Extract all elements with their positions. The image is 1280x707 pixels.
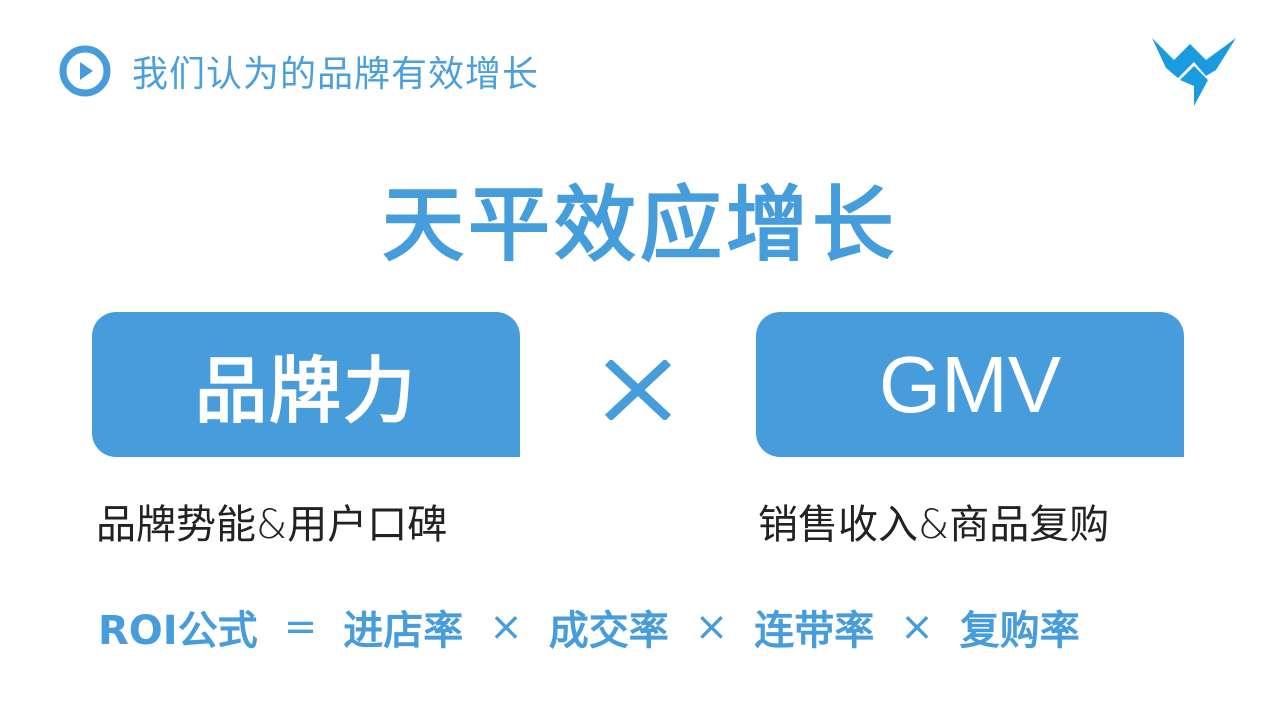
multiply-sign: × [900,604,934,650]
formula-label: ROI公式 [98,608,258,654]
multiply-icon [604,360,672,420]
gmv-label: GMV [878,339,1062,429]
brand-logo-icon [1152,38,1236,106]
brand-power-label: 品牌力 [194,349,417,433]
brand-power-subtitle: 品牌势能&用户口碑 [96,502,448,548]
gmv-box: GMV [756,312,1184,457]
formula-term: 成交率 [548,608,669,654]
gmv-subtitle: 销售收入&商品复购 [758,502,1110,548]
formula-term: 复购率 [959,608,1080,654]
roi-formula: ROI公式 = 进店率 × 成交率 × 连带率 × 复购率 [98,598,1080,656]
equals-sign: = [283,604,318,650]
header-title: 我们认为的品牌有效增长 [132,54,540,95]
multiply-sign: × [694,604,729,650]
play-circle-icon [59,45,111,97]
formula-term: 连带率 [754,608,875,654]
formula-term: 进店率 [343,608,464,654]
header: 我们认为的品牌有效增长 [58,44,539,98]
main-title: 天平效应增长 [381,178,898,273]
brand-power-box: 品牌力 [92,312,520,457]
multiply-sign: × [489,604,523,650]
